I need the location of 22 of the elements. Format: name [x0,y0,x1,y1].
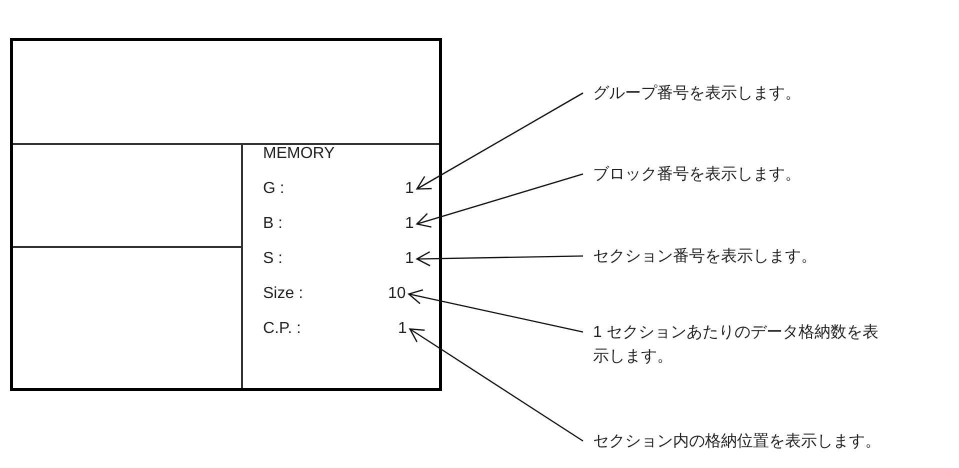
field-value: 1 [405,214,414,234]
leader-arrow [416,92,584,190]
leader-arrow [416,251,584,266]
field-label: Size : [263,284,304,304]
field-value: 1 [398,319,407,339]
description-text: グループ番号を表示します。 [593,82,801,106]
field-label: C.P. : [263,319,301,339]
leader-arrow [409,328,584,442]
description-text: 1 セクションあたりのデータ格納数を表示します。 [593,321,883,369]
description-text: セクション内の格納位置を表示します。 [593,430,881,454]
leader-arrow [416,173,584,228]
field-label: G : [263,179,284,199]
field-value: 1 [405,179,414,199]
field-value: 1 [405,249,414,269]
field-value: 10 [388,284,406,304]
field-label: S : [263,249,283,269]
display-screen-box [10,38,442,391]
description-text: セクション番号を表示します。 [593,245,817,269]
description-text: ブロック番号を表示します。 [593,163,801,187]
field-label: MEMORY [263,144,335,164]
leader-arrow [408,289,584,333]
field-label: B : [263,214,283,234]
